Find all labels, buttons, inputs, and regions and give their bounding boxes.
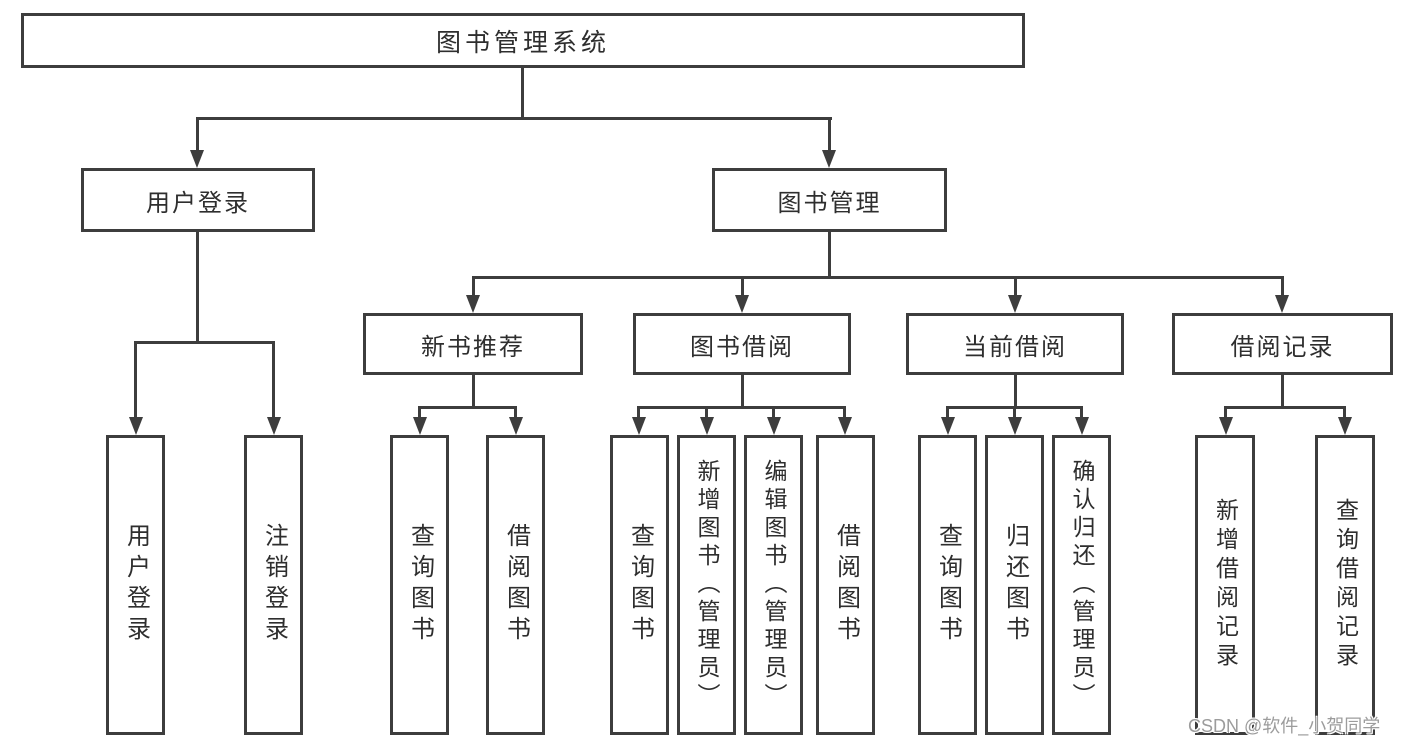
connector-line	[637, 406, 640, 419]
leaf-label: 借阅图书	[502, 523, 530, 647]
leaf-borrow-books: 借阅图书	[486, 435, 545, 735]
connector-line	[471, 276, 1284, 279]
node-new-book-recommend-label: 新书推荐	[421, 333, 525, 361]
arrowhead-icon	[940, 417, 955, 435]
connector-line	[1280, 375, 1284, 409]
connector-line	[1224, 406, 1346, 409]
node-user-login: 用户登录	[81, 168, 315, 232]
connector-line	[195, 117, 832, 120]
leaf-confirm-return-admin: 确认归还（管理员）	[1052, 435, 1111, 735]
leaf-add-book-admin: 新增图书（管理员）	[677, 435, 736, 735]
leaf-user-login: 用户登录	[106, 435, 165, 735]
connector-line	[637, 406, 846, 409]
leaf-label: 注销登录	[260, 523, 288, 647]
node-borrow-records-label: 借阅记录	[1230, 333, 1335, 361]
node-current-borrow: 当前借阅	[906, 313, 1124, 375]
leaf-logout: 注销登录	[244, 435, 303, 735]
arrowhead-icon	[699, 417, 714, 435]
arrowhead-icon	[1275, 295, 1289, 313]
connector-line	[134, 341, 275, 344]
connector-line	[418, 406, 517, 409]
node-book-borrow-label: 图书借阅	[690, 333, 794, 361]
arrowhead-icon	[266, 417, 281, 435]
leaf-label: 查询图书	[934, 523, 962, 647]
leaf-query-borrow-record: 查询借阅记录	[1315, 435, 1375, 735]
connector-line	[705, 406, 708, 419]
leaf-return-books: 归还图书	[985, 435, 1044, 735]
connector-line	[740, 276, 744, 297]
arrowhead-icon	[190, 150, 204, 168]
connector-line	[471, 375, 475, 409]
connector-line	[134, 341, 137, 418]
connector-line	[520, 68, 524, 120]
leaf-label: 查询图书	[626, 523, 654, 647]
arrowhead-icon	[766, 417, 781, 435]
connector-line	[1013, 406, 1016, 419]
connector-line	[1224, 406, 1227, 419]
connector-line	[827, 117, 831, 151]
connector-line	[1280, 276, 1284, 297]
arrowhead-icon	[466, 295, 480, 313]
node-current-borrow-label: 当前借阅	[963, 333, 1067, 361]
arrowhead-icon	[631, 417, 646, 435]
leaf-edit-book-admin: 编辑图书（管理员）	[744, 435, 803, 735]
leaf-label: 新增借阅记录	[1212, 498, 1239, 672]
connector-line	[1080, 406, 1083, 419]
node-borrow-records: 借阅记录	[1172, 313, 1393, 375]
connector-line	[1343, 406, 1346, 419]
csdn-watermark: CSDN @软件_小贺同学	[1188, 716, 1381, 736]
node-root: 图书管理系统	[21, 13, 1025, 68]
arrowhead-icon	[1218, 417, 1233, 435]
leaf-label: 查询借阅记录	[1332, 498, 1359, 672]
arrowhead-icon	[1008, 295, 1022, 313]
leaf-label: 归还图书	[1001, 523, 1029, 647]
leaf-add-borrow-record: 新增借阅记录	[1195, 435, 1255, 735]
arrowhead-icon	[1337, 417, 1352, 435]
node-user-login-label: 用户登录	[146, 189, 250, 217]
arrowhead-icon	[412, 417, 427, 435]
leaf-label: 查询图书	[406, 523, 434, 647]
node-book-management: 图书管理	[712, 168, 947, 232]
connector-line	[514, 406, 517, 419]
arrowhead-icon	[822, 150, 836, 168]
connector-line	[843, 406, 846, 419]
leaf-label: 新增图书（管理员）	[694, 459, 720, 711]
leaf-query-books: 查询图书	[390, 435, 449, 735]
leaf-label: 借阅图书	[832, 523, 860, 647]
connector-line	[195, 232, 199, 344]
connector-line	[1013, 375, 1017, 409]
arrowhead-icon	[837, 417, 852, 435]
arrowhead-icon	[1007, 417, 1022, 435]
leaf-label: 确认归还（管理员）	[1069, 459, 1095, 711]
connector-line	[740, 375, 744, 409]
leaf-label: 编辑图书（管理员）	[761, 459, 787, 711]
node-book-borrow: 图书借阅	[633, 313, 851, 375]
arrowhead-icon	[735, 295, 749, 313]
node-root-label: 图书管理系统	[435, 28, 610, 57]
connector-line	[418, 406, 421, 419]
leaf-label: 用户登录	[122, 523, 150, 647]
arrowhead-icon	[508, 417, 523, 435]
connector-line	[471, 276, 475, 297]
arrowhead-icon	[128, 417, 143, 435]
connector-line	[195, 117, 199, 151]
leaf-query-books: 查询图书	[610, 435, 669, 735]
leaf-borrow-books: 借阅图书	[816, 435, 875, 735]
node-new-book-recommend: 新书推荐	[363, 313, 583, 375]
connector-line	[272, 341, 275, 418]
connector-line	[1013, 276, 1017, 297]
connector-line	[828, 232, 831, 279]
arrowhead-icon	[1074, 417, 1089, 435]
connector-line	[946, 406, 949, 419]
connector-line	[772, 406, 775, 419]
leaf-query-books: 查询图书	[918, 435, 977, 735]
node-book-management-label: 图书管理	[777, 189, 882, 217]
